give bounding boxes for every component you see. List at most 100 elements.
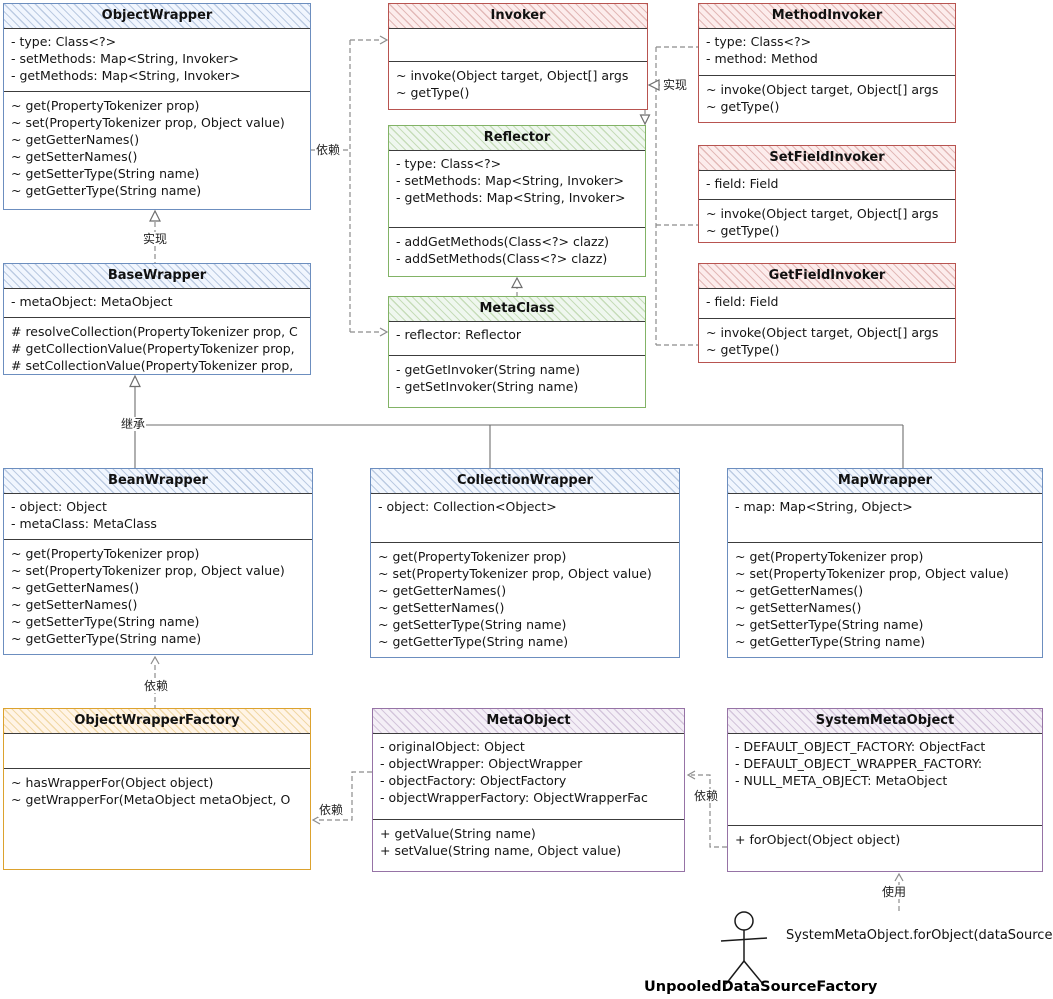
class-attributes xyxy=(4,734,310,768)
member-line: ~ set(PropertyTokenizer prop, Object val… xyxy=(378,566,652,581)
member-line: - reflector: Reflector xyxy=(396,327,522,342)
member-line: ~ getGetterType(String name) xyxy=(11,631,202,646)
relation-label-inherit: 继承 xyxy=(120,417,147,431)
member-line: - originalObject: Object xyxy=(380,739,525,754)
class-methods: ~ invoke(Object target, Object[] args ~ g… xyxy=(389,61,647,109)
realization-into-reflector-top xyxy=(639,110,651,126)
member-line: - objectFactory: ObjectFactory xyxy=(380,773,567,788)
member-line: ~ getSetterNames() xyxy=(11,597,138,612)
class-reflector[interactable]: Reflector - type: Class<?>- setMethods: … xyxy=(388,125,646,277)
class-methodinvoker[interactable]: MethodInvoker - type: Class<?>- method: … xyxy=(698,3,956,123)
class-title: CollectionWrapper xyxy=(371,469,679,494)
member-line: ~ hasWrapperFor(Object object) xyxy=(11,775,214,790)
member-line: - addSetMethods(Class<?> clazz) xyxy=(396,251,608,266)
class-title: GetFieldInvoker xyxy=(699,264,955,289)
member-line: - getGetInvoker(String name) xyxy=(396,362,581,377)
class-title: Invoker xyxy=(389,4,647,29)
member-line: - getMethods: Map<String, Invoker> xyxy=(11,68,241,83)
member-line: - NULL_META_OBJECT: MetaObject xyxy=(735,773,948,788)
member-line: - metaObject: MetaObject xyxy=(11,294,173,309)
member-line: - field: Field xyxy=(706,294,779,309)
class-collectionwrapper[interactable]: CollectionWrapper - object: Collection<O… xyxy=(370,468,680,658)
member-line: - object: Object xyxy=(11,499,107,514)
member-line: ~ getGetterNames() xyxy=(11,132,140,147)
hollow-triangle-icon xyxy=(511,276,523,289)
member-line: ~ get(PropertyTokenizer prop) xyxy=(735,549,924,564)
class-title: ObjectWrapper xyxy=(4,4,310,29)
class-attributes: - object: Object - metaClass: MetaClass xyxy=(4,494,312,539)
relation-label-use: 使用 xyxy=(881,885,908,899)
member-line: ~ getGetterNames() xyxy=(735,583,864,598)
member-line: ~ getSetterType(String name) xyxy=(11,166,200,181)
class-objectwrapperfactory[interactable]: ObjectWrapperFactory ~ hasWrapperFor(Obj… xyxy=(3,708,311,870)
hollow-triangle-icon xyxy=(639,114,651,126)
class-objectwrapper[interactable]: ObjectWrapper - type: Class<?>- setMetho… xyxy=(3,3,311,210)
class-mapwrapper[interactable]: MapWrapper - map: Map<String, Object> ~ … xyxy=(727,468,1043,658)
member-line: # setCollectionValue(PropertyTokenizer p… xyxy=(11,358,294,373)
member-line: ~ getGetterType(String name) xyxy=(735,634,926,649)
member-line: - objectWrapper: ObjectWrapper xyxy=(380,756,583,771)
class-methods: - addGetMethods(Class<?> clazz) - addSetM… xyxy=(389,227,645,276)
member-line: + getValue(String name) xyxy=(380,826,536,841)
member-line: ~ get(PropertyTokenizer prop) xyxy=(11,98,200,113)
member-line: ~ get(PropertyTokenizer prop) xyxy=(378,549,567,564)
hollow-triangle-icon xyxy=(129,374,141,388)
open-arrowhead-icon xyxy=(894,872,904,882)
class-beanwrapper[interactable]: BeanWrapper - object: Object - metaClass:… xyxy=(3,468,313,655)
member-line: - addGetMethods(Class<?> clazz) xyxy=(396,234,610,249)
member-line: ~ invoke(Object target, Object[] args xyxy=(396,68,629,83)
member-line: ~ getSetterType(String name) xyxy=(378,617,567,632)
class-methods: + forObject(Object object) xyxy=(728,825,1042,871)
member-line: ~ getType() xyxy=(396,85,470,100)
relation-label-dependency: 依赖 xyxy=(693,789,720,803)
class-title: MetaClass xyxy=(389,297,645,322)
member-line: - type: Class<?> xyxy=(706,34,812,49)
member-line: - metaClass: MetaClass xyxy=(11,516,157,531)
member-line: ~ getSetterNames() xyxy=(735,600,862,615)
member-line: - field: Field xyxy=(706,176,779,191)
hollow-triangle-icon xyxy=(149,209,161,222)
member-line: ~ getSetterNames() xyxy=(11,149,138,164)
class-methods: ~ get(PropertyTokenizer prop) ~ set(Prope… xyxy=(371,542,679,657)
member-line: ~ invoke(Object target, Object[] args xyxy=(706,82,939,97)
class-methods: ~ invoke(Object target, Object[] args~ g… xyxy=(699,318,955,362)
member-line: - setMethods: Map<String, Invoker> xyxy=(11,51,240,66)
member-line: ~ set(PropertyTokenizer prop, Object val… xyxy=(11,563,285,578)
class-attributes: - field: Field xyxy=(699,171,955,199)
member-line: ~ getSetterType(String name) xyxy=(11,614,200,629)
class-metaobject[interactable]: MetaObject - originalObject: Object - obj… xyxy=(372,708,685,872)
member-line: - objectWrapperFactory: ObjectWrapperFac xyxy=(380,790,648,805)
member-line: ~ getWrapperFor(MetaObject metaObject, O xyxy=(11,792,291,807)
class-systemmetaobject[interactable]: SystemMetaObject - DEFAULT_OBJECT_FACTOR… xyxy=(727,708,1043,872)
class-title: SetFieldInvoker xyxy=(699,146,955,171)
class-methods: ~ invoke(Object target, Object[] args~ g… xyxy=(699,75,955,122)
member-line: - getMethods: Map<String, Invoker> xyxy=(396,190,626,205)
class-methods: - getGetInvoker(String name) - getSetInvo… xyxy=(389,355,645,407)
member-line: - DEFAULT_OBJECT_FACTORY: ObjectFact xyxy=(735,739,986,754)
member-line: ~ set(PropertyTokenizer prop, Object val… xyxy=(11,115,285,130)
member-line: - setMethods: Map<String, Invoker> xyxy=(396,173,625,188)
dependency-objectwrapper-to-invoker-metaclass xyxy=(311,35,389,337)
class-attributes: - originalObject: Object - objectWrapper:… xyxy=(373,734,684,819)
class-title: BeanWrapper xyxy=(4,469,312,494)
member-line: - DEFAULT_OBJECT_WRAPPER_FACTORY: xyxy=(735,756,983,771)
realization-metaclass-to-reflector xyxy=(511,276,523,296)
member-line: ~ getGetterType(String name) xyxy=(378,634,569,649)
class-setfieldinvoker[interactable]: SetFieldInvoker - field: Field ~ invoke(… xyxy=(698,145,956,243)
class-invoker[interactable]: Invoker ~ invoke(Object target, Object[]… xyxy=(388,3,648,110)
relation-label-dependency: 依赖 xyxy=(318,803,345,817)
member-line: - getSetInvoker(String name) xyxy=(396,379,579,394)
class-metaclass[interactable]: MetaClass - reflector: Reflector - getGe… xyxy=(388,296,646,408)
hollow-triangle-icon xyxy=(647,79,660,91)
member-line: ~ invoke(Object target, Object[] args xyxy=(706,325,939,340)
class-basewrapper[interactable]: BaseWrapper - metaObject: MetaObject # r… xyxy=(3,263,311,375)
member-line: + setValue(String name, Object value) xyxy=(380,843,622,858)
class-title: MetaObject xyxy=(373,709,684,734)
class-attributes: - object: Collection<Object> xyxy=(371,494,679,542)
class-methods: ~ get(PropertyTokenizer prop)~ set(Prope… xyxy=(728,542,1042,657)
class-getfieldinvoker[interactable]: GetFieldInvoker - field: Field ~ invoke(… xyxy=(698,263,956,363)
member-line: ~ getGetterNames() xyxy=(378,583,507,598)
member-line: ~ get(PropertyTokenizer prop) xyxy=(11,546,200,561)
class-attributes: - type: Class<?>- setMethods: Map<String… xyxy=(389,151,645,227)
member-line: + forObject(Object object) xyxy=(735,832,901,847)
